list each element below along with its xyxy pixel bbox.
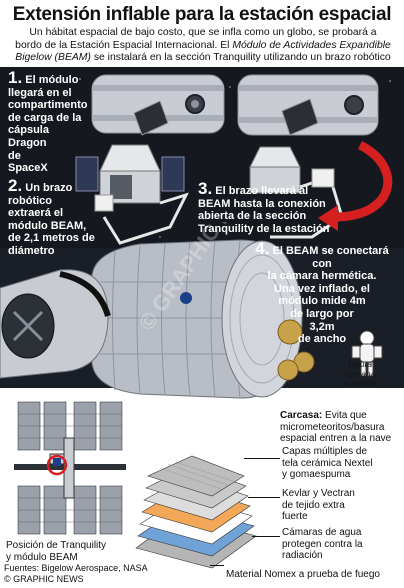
- leader-line-3: [252, 536, 280, 537]
- step-1-line: SpaceX: [8, 162, 48, 175]
- layer-caption-3: Cámaras de agua protegen contra la radia…: [282, 527, 363, 562]
- step-2-line: Un brazo: [25, 182, 73, 194]
- step-1-line: llegará en el: [8, 86, 72, 99]
- step-2-line: extraerá el: [8, 207, 64, 220]
- page-title: Extensión inflable para la estación espa…: [12, 4, 392, 25]
- carcasa-line: Evita que: [325, 410, 367, 421]
- layer-2-line: de tejido extra: [282, 499, 345, 511]
- leader-line-1: [244, 458, 280, 459]
- iss-diagram: [14, 401, 126, 535]
- step-2-line: módulo BEAM,: [8, 219, 87, 232]
- sources: Fuentes: Bigelow Aerospace, NASA © GRAPH…: [4, 563, 148, 585]
- station-node-right: [237, 74, 379, 136]
- step-4-line: la cámara hermética.: [267, 270, 377, 283]
- copyright: © GRAPHIC NEWS: [4, 574, 84, 584]
- stars: [79, 78, 391, 238]
- step-4-line: Una vez inflado, el: [274, 282, 370, 295]
- carcasa-line: micrometeoritos/basura: [280, 421, 385, 433]
- step-1-line: El módulo: [25, 74, 79, 86]
- step-1-line: de: [8, 149, 21, 162]
- step-2: 2. Un brazo robótico extraerá el módulo …: [8, 177, 95, 258]
- beam-illustration: © GRAPHIC NEWS: [0, 222, 383, 399]
- layer-3-line: Cámaras de agua: [282, 527, 362, 538]
- intro-line-2: bordo de la Estación Espacial Internacio…: [15, 39, 233, 51]
- intro-line-2-italic: Módulo de Actividades Expandible: [232, 39, 391, 51]
- top-illustration: [75, 74, 393, 245]
- station-label-line: y módulo BEAM: [6, 551, 78, 563]
- layer-1-line: Capas múltiples de: [282, 446, 368, 457]
- layer-caption-2: Kevlar y Vectran de tejido extra fuerte: [282, 488, 355, 523]
- airlock-node: [0, 269, 111, 379]
- step-4: 4. El BEAM se conectará con la cámara he…: [244, 240, 400, 346]
- step-4-line: de largo por: [290, 307, 354, 320]
- step-3: 3. El brazo llevará al BEAM hasta la con…: [198, 180, 330, 235]
- layer-3-line: protegen contra la: [282, 538, 363, 550]
- step-1-number: 1.: [8, 68, 23, 87]
- dragon-capsule-right: [249, 146, 301, 194]
- intro-text: Un hábitat espacial de bajo costo, que s…: [8, 27, 398, 65]
- layer-1-line: y gomaespuma: [282, 469, 351, 480]
- step-3-line: El brazo llevará al: [215, 185, 309, 197]
- station-label: Posición de Tranquility y módulo BEAM: [6, 540, 106, 563]
- step-4-line: módulo mide 4m: [278, 295, 366, 308]
- carcasa-title: Carcasa:: [280, 410, 323, 421]
- step-1-line: Dragon: [8, 136, 47, 149]
- intro-line-3: se instalará en la sección Tranquility u…: [90, 52, 391, 63]
- step-2-line: diámetro: [8, 244, 55, 257]
- beam-packed-left: [94, 194, 114, 212]
- step-2-number: 2.: [8, 176, 23, 195]
- intro-line-1: Un hábitat espacial de bajo costo, que s…: [29, 27, 377, 38]
- step-4-number: 4.: [255, 239, 270, 258]
- figure-label-line: Figura: [347, 359, 373, 369]
- robot-arm-left: [102, 192, 189, 245]
- layer-2-line: fuerte: [282, 511, 308, 522]
- sources-line: Fuentes: Bigelow Aerospace, NASA: [4, 563, 148, 573]
- layer-caption-4: Material Nomex a prueba de fuego: [226, 569, 380, 581]
- step-3-line: abierta de la sección: [198, 210, 307, 223]
- layer-4-line: Material Nomex a prueba de fuego: [226, 569, 380, 580]
- leader-line-2: [248, 497, 280, 498]
- step-2-line: de: [81, 232, 95, 245]
- step-4-line: 3,2m: [309, 320, 335, 333]
- step-1-line: compartimento: [8, 99, 88, 112]
- shell-layers-diagram: [135, 455, 257, 569]
- red-arrow-head: [318, 205, 338, 231]
- step-3-number: 3.: [198, 179, 213, 198]
- carcasa-caption: Carcasa: Evita que micrometeoritos/basur…: [280, 410, 391, 445]
- step-3-line: BEAM hasta la conexión: [198, 197, 326, 210]
- layer-2-line: Kevlar y Vectran: [282, 488, 355, 499]
- figure-label-line: a escala: [344, 378, 376, 388]
- intro-line-3-italic: Bigelow (BEAM): [15, 52, 91, 63]
- step-1-line: cápsula: [8, 124, 49, 137]
- step-1: 1. El módulo llegará en el compartimento…: [8, 69, 88, 175]
- beam-module: [91, 239, 315, 399]
- layer-1-line: tela cerámica Nextel: [282, 457, 373, 469]
- beam-packed-right: [311, 168, 335, 188]
- astronaut-figure: [351, 330, 383, 377]
- step-3-line: Tranquility de la estación: [198, 222, 330, 235]
- layer-caption-1: Capas múltiples de tela cerámica Nextel …: [282, 446, 373, 481]
- leader-line-4: [210, 565, 224, 566]
- carcasa-line: espacial entren a la nave: [280, 433, 392, 444]
- figure-label-line: humana: [344, 368, 376, 379]
- figure-scale-label: Figura humana a escala: [336, 359, 384, 389]
- step-4-line: El BEAM se conectará con: [272, 245, 389, 270]
- step-1-line: de carga de la: [8, 111, 82, 124]
- step-2-line: de 2,1 metros: [8, 232, 79, 245]
- step-4-line: de ancho: [297, 333, 347, 346]
- red-arrow: [333, 140, 393, 222]
- step-2-line: robótico: [8, 194, 52, 207]
- layer-3-line: radiación: [282, 550, 323, 561]
- station-label-line: Posición de Tranquility: [6, 540, 107, 551]
